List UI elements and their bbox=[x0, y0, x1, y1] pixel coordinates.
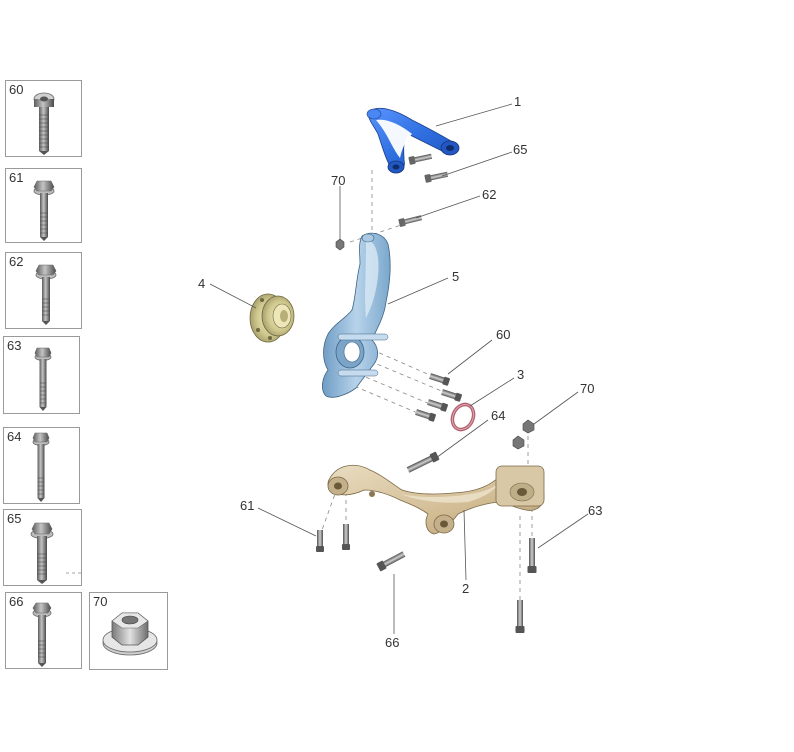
bolt-60-d bbox=[415, 409, 436, 422]
hex-flange-bolt-icon bbox=[32, 602, 52, 667]
hardware-number: 66 bbox=[9, 594, 24, 609]
hex-flange-bolt-icon bbox=[30, 522, 83, 584]
flange-nut-icon bbox=[102, 612, 158, 656]
hex-flange-bolt-icon bbox=[33, 180, 55, 241]
bolt-lower-vertical bbox=[515, 600, 525, 633]
leader-line bbox=[415, 195, 481, 219]
leader-line bbox=[533, 391, 579, 425]
bolt-62 bbox=[398, 215, 423, 227]
callout-label: 63 bbox=[588, 503, 602, 518]
bolt-61-a bbox=[316, 530, 324, 552]
leader-line bbox=[441, 151, 513, 177]
steering-knuckle bbox=[322, 232, 391, 398]
wheel-hub bbox=[249, 293, 295, 343]
torx-head-bolt-icon bbox=[33, 92, 55, 155]
callout-label: 66 bbox=[385, 635, 399, 650]
hardware-item-63[interactable]: 63 bbox=[3, 336, 80, 414]
bolt-64 bbox=[406, 451, 440, 473]
hardware-number: 62 bbox=[9, 254, 24, 269]
leader-line bbox=[209, 283, 257, 309]
bolt-60-b bbox=[441, 389, 462, 402]
nut-70-lower-a bbox=[522, 419, 535, 434]
bolt-66 bbox=[376, 551, 406, 572]
hardware-item-70[interactable]: 70 bbox=[89, 592, 168, 670]
leader-line bbox=[387, 277, 449, 305]
hex-flange-bolt-icon bbox=[32, 432, 50, 502]
leader-line bbox=[447, 339, 493, 375]
assembly-line bbox=[349, 339, 433, 377]
callout-label: 60 bbox=[496, 327, 510, 342]
hex-flange-bolt-icon bbox=[34, 347, 52, 411]
leader-line bbox=[257, 507, 317, 537]
upper-control-arm bbox=[366, 107, 460, 174]
nut-70-lower-b bbox=[512, 435, 525, 450]
hardware-item-62[interactable]: 62 bbox=[5, 252, 82, 329]
bolt-65-a bbox=[408, 153, 433, 165]
seal-ring bbox=[450, 402, 476, 432]
bolt-61-b bbox=[342, 524, 350, 550]
callout-label: 3 bbox=[517, 367, 524, 382]
assembly-line bbox=[349, 223, 405, 243]
callout-label: 62 bbox=[482, 187, 496, 202]
callout-label: 65 bbox=[513, 142, 527, 157]
hardware-number: 60 bbox=[9, 82, 24, 97]
hardware-number: 64 bbox=[7, 429, 22, 444]
leader-line bbox=[435, 103, 513, 127]
hardware-item-64[interactable]: 64 bbox=[3, 427, 80, 504]
hardware-item-61[interactable]: 61 bbox=[5, 168, 82, 243]
callout-label: 61 bbox=[240, 498, 254, 513]
hardware-item-60[interactable]: 60 bbox=[5, 80, 82, 157]
leader-line bbox=[537, 513, 589, 549]
leader-line bbox=[463, 509, 467, 581]
hardware-item-66[interactable]: 66 bbox=[5, 592, 82, 669]
callout-label: 70 bbox=[331, 173, 345, 188]
callout-label: 5 bbox=[452, 269, 459, 284]
hardware-item-65[interactable]: 65 bbox=[3, 509, 83, 586]
callout-label: 4 bbox=[198, 276, 205, 291]
nut-70-upper bbox=[335, 238, 345, 251]
bolt-60-a bbox=[429, 373, 450, 386]
bolt-65-b bbox=[424, 171, 449, 183]
hardware-number: 70 bbox=[93, 594, 108, 609]
hardware-number: 63 bbox=[7, 338, 22, 353]
hardware-number: 65 bbox=[7, 511, 22, 526]
hex-flange-bolt-icon bbox=[35, 264, 57, 325]
leader-line bbox=[469, 377, 515, 407]
lower-control-arm bbox=[327, 464, 545, 535]
callout-label: 1 bbox=[514, 94, 521, 109]
callout-label: 2 bbox=[462, 581, 469, 596]
callout-label: 70 bbox=[580, 381, 594, 396]
bolt-63 bbox=[527, 538, 537, 573]
hardware-number: 61 bbox=[9, 170, 24, 185]
assembly-line bbox=[339, 379, 421, 415]
leader-line bbox=[435, 419, 489, 459]
bolt-60-c bbox=[427, 399, 448, 412]
callout-label: 64 bbox=[491, 408, 505, 423]
